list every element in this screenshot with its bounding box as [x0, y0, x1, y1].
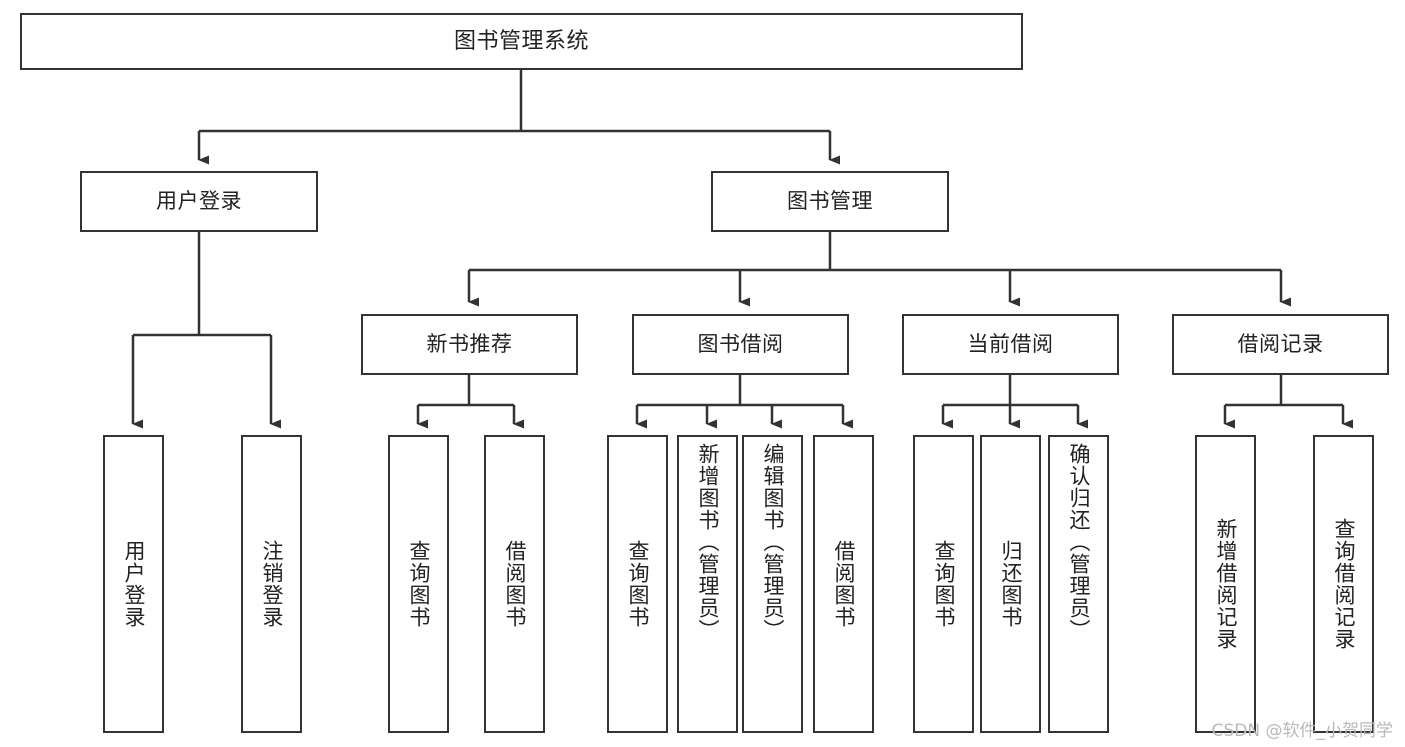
- node-leaf-query-record-label: 查询借阅记录: [1332, 518, 1356, 650]
- node-leaf-borrow-book-2-label: 借阅图书: [832, 540, 856, 628]
- node-leaf-user-login-label: 用户登录: [122, 540, 146, 628]
- node-borrow-record[interactable]: 借阅记录: [1172, 314, 1389, 375]
- node-leaf-add-book-label: 新增图书（管理员）: [696, 443, 720, 641]
- node-leaf-logout-login-label: 注销登录: [260, 540, 284, 628]
- node-leaf-add-record[interactable]: 新增借阅记录: [1195, 435, 1256, 733]
- node-leaf-add-record-label: 新增借阅记录: [1214, 518, 1238, 650]
- node-new-book-recommend-label: 新书推荐: [426, 332, 513, 357]
- node-book-manage[interactable]: 图书管理: [711, 171, 949, 232]
- node-user-login[interactable]: 用户登录: [80, 171, 318, 232]
- node-leaf-query-book-2[interactable]: 查询图书: [607, 435, 668, 733]
- node-current-borrow[interactable]: 当前借阅: [902, 314, 1119, 375]
- node-leaf-confirm-return-label: 确认归还（管理员）: [1067, 443, 1091, 641]
- node-leaf-return-book[interactable]: 归还图书: [980, 435, 1041, 733]
- node-book-borrow-label: 图书借阅: [697, 332, 784, 357]
- node-leaf-return-book-label: 归还图书: [999, 540, 1023, 628]
- node-leaf-query-book-3[interactable]: 查询图书: [913, 435, 974, 733]
- node-leaf-user-login[interactable]: 用户登录: [103, 435, 164, 733]
- node-leaf-query-record[interactable]: 查询借阅记录: [1313, 435, 1374, 733]
- node-leaf-query-book-1-label: 查询图书: [407, 540, 431, 628]
- node-root[interactable]: 图书管理系统: [20, 13, 1023, 70]
- node-leaf-add-book[interactable]: 新增图书（管理员）: [677, 435, 738, 733]
- node-book-manage-label: 图书管理: [787, 189, 873, 214]
- node-leaf-query-book-3-label: 查询图书: [932, 540, 956, 628]
- node-leaf-borrow-book-2[interactable]: 借阅图书: [813, 435, 874, 733]
- node-current-borrow-label: 当前借阅: [967, 332, 1054, 357]
- node-leaf-logout-login[interactable]: 注销登录: [241, 435, 302, 733]
- node-new-book-recommend[interactable]: 新书推荐: [361, 314, 578, 375]
- node-leaf-borrow-book-1-label: 借阅图书: [503, 540, 527, 628]
- node-leaf-query-book-1[interactable]: 查询图书: [388, 435, 449, 733]
- watermark-text: CSDN @软件_小贺同学: [1211, 721, 1393, 741]
- node-root-label: 图书管理系统: [453, 28, 589, 54]
- node-leaf-confirm-return[interactable]: 确认归还（管理员）: [1048, 435, 1109, 733]
- node-leaf-edit-book[interactable]: 编辑图书（管理员）: [742, 435, 803, 733]
- node-borrow-record-label: 借阅记录: [1237, 332, 1324, 357]
- node-leaf-query-book-2-label: 查询图书: [626, 540, 650, 628]
- node-user-login-label: 用户登录: [156, 189, 242, 214]
- node-leaf-edit-book-label: 编辑图书（管理员）: [761, 443, 785, 641]
- node-book-borrow[interactable]: 图书借阅: [632, 314, 849, 375]
- node-leaf-borrow-book-1[interactable]: 借阅图书: [484, 435, 545, 733]
